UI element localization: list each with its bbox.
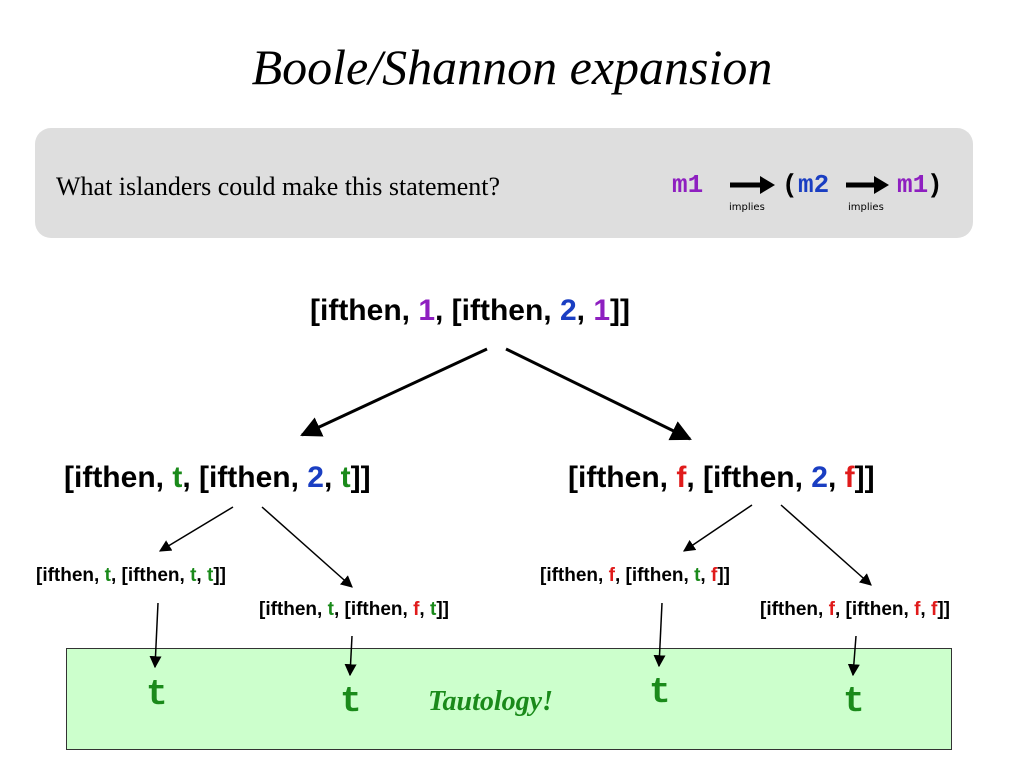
result-t-3: t	[649, 672, 671, 713]
arrow-root-to-right	[505, 347, 692, 441]
tree-left-expression: [ifthen, t, [ifthen, 2, t]]	[64, 461, 371, 494]
formula-m2: m2	[798, 170, 830, 200]
arrow-left-to-ll	[158, 506, 234, 552]
tree-left-left-expression: [ifthen, t, [ifthen, t, t]]	[36, 565, 226, 586]
arrow-rl-to-result	[653, 602, 666, 668]
arrow-left-to-lr	[261, 506, 353, 588]
arrow-right-to-rr	[780, 504, 872, 586]
result-t-4: t	[843, 681, 865, 722]
arrow-lr-to-result	[344, 635, 357, 677]
question-box	[35, 128, 973, 238]
implies-arrow-1	[730, 176, 775, 194]
arrow-root-to-left	[300, 347, 488, 437]
tree-right-right-expression: [ifthen, f, [ifthen, f, f]]	[760, 599, 950, 620]
page-title: Boole/Shannon expansion	[251, 39, 773, 95]
formula-m1-right: m1	[897, 170, 929, 200]
tautology-label: Tautology!	[428, 686, 553, 717]
implies-arrow-2	[846, 176, 889, 194]
tree-right-expression: [ifthen, f, [ifthen, 2, f]]	[568, 461, 875, 494]
arrow-ll-to-result	[149, 602, 162, 669]
arrow-rr-to-result	[847, 635, 860, 677]
implies-label-1: implies	[729, 202, 765, 213]
formula-close-paren: )	[927, 170, 943, 200]
formula-m1-left: m1	[672, 170, 704, 200]
formula-open-paren: (	[782, 170, 798, 200]
result-t-2: t	[340, 681, 362, 722]
arrow-right-to-rl	[683, 504, 753, 552]
tree-right-left-expression: [ifthen, f, [ifthen, t, f]]	[540, 565, 730, 586]
result-t-1: t	[146, 674, 168, 715]
result-box	[66, 648, 952, 750]
implies-label-2: implies	[848, 202, 884, 213]
question-text: What islanders could make this statement…	[56, 172, 501, 201]
tree-root-expression: [ifthen, 1, [ifthen, 2, 1]]	[310, 294, 631, 327]
tree-left-right-expression: [ifthen, t, [ifthen, f, t]]	[259, 599, 449, 620]
